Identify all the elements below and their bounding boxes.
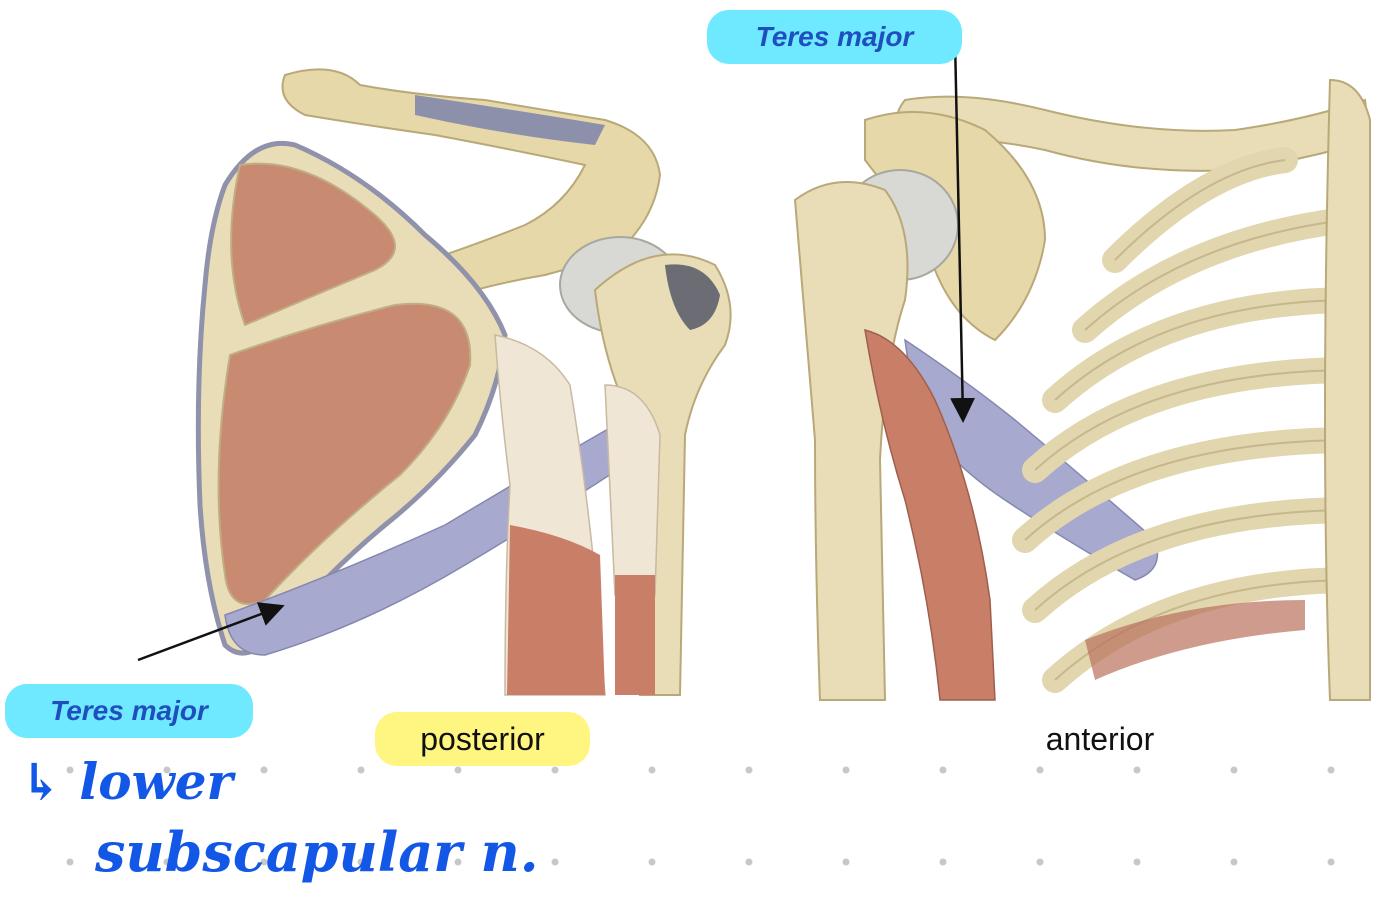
grid-dot [939,858,947,866]
grid-dot [939,766,947,774]
teres-major-label-posterior: Teres major [5,684,253,738]
grid-dot [1133,858,1141,866]
anterior-view-label: anterior [1045,721,1155,757]
grid-dot [1036,766,1044,774]
grid-dot [1036,858,1044,866]
grid-dot [260,766,268,774]
posterior-shoulder-illustration [195,68,732,696]
grid-dot [551,858,559,866]
grid-dot [357,766,365,774]
grid-dot [648,766,656,774]
grid-dot [745,858,753,866]
grid-dot [842,858,850,866]
grid-dot [1230,766,1238,774]
grid-dot [842,766,850,774]
grid-dot [163,766,171,774]
grid-dot [163,858,171,866]
grid-dot [1327,858,1335,866]
grid-dot [66,858,74,866]
grid-dot [260,858,268,866]
anterior-shoulder-illustration [793,78,1372,701]
grid-dot [454,858,462,866]
grid-dot [551,766,559,774]
handwritten-note-line-1: ↳ lower [20,752,233,811]
grid-dot [357,858,365,866]
grid-dot [1230,858,1238,866]
posterior-view-label: posterior [375,712,590,766]
handwritten-note-line-2: subscapular n. [95,820,539,884]
grid-dot [648,858,656,866]
grid-dot [454,766,462,774]
grid-dot [1327,766,1335,774]
grid-dot [66,766,74,774]
teres-major-label-anterior: Teres major [707,10,962,64]
grid-dot [1133,766,1141,774]
grid-dot [745,766,753,774]
